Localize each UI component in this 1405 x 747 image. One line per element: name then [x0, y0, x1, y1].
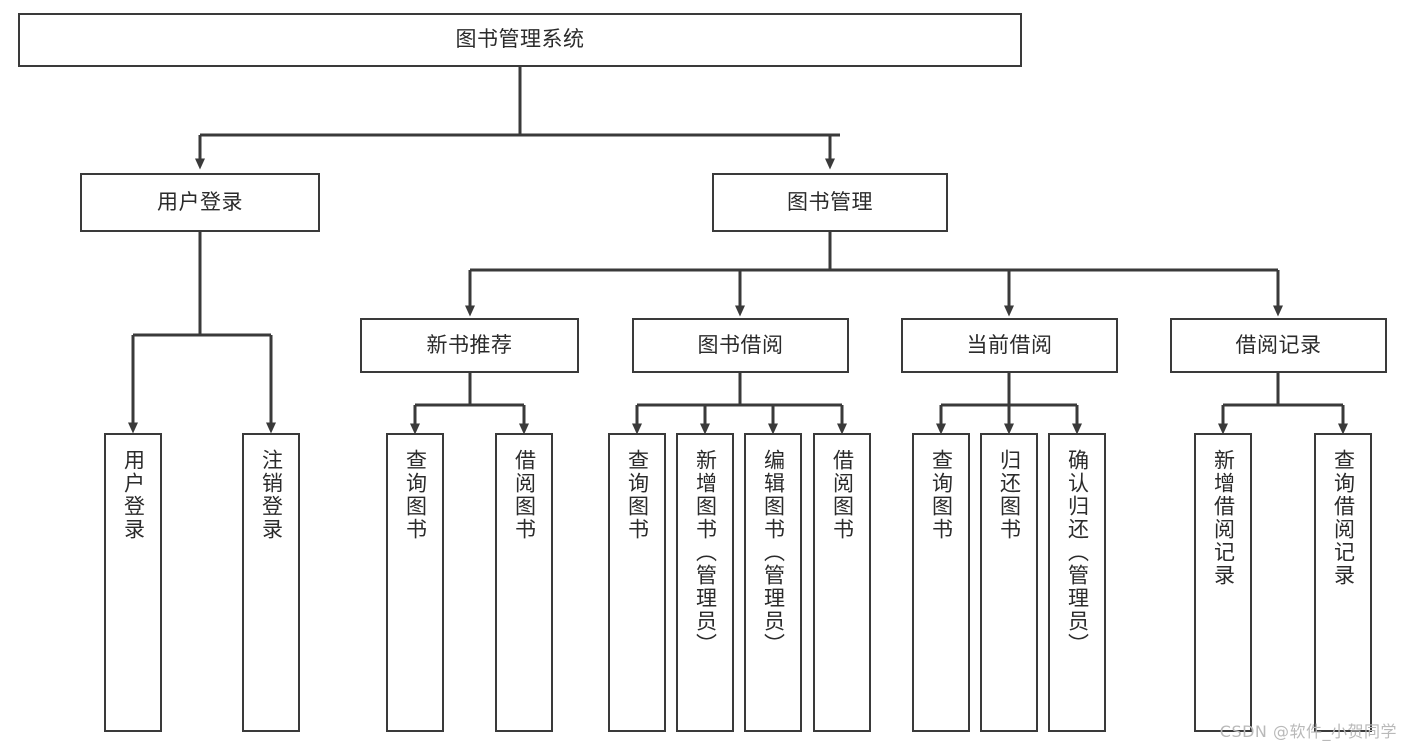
- leaf-label: 编辑图书（管理员）: [761, 449, 786, 656]
- leaf-new-book-1[interactable]: 查询图书: [386, 433, 444, 732]
- leaf-label: 查询图书: [403, 449, 428, 541]
- node-borrow-record-label: 借阅记录: [1235, 332, 1322, 357]
- leaf-label: 查询图书: [625, 449, 650, 541]
- node-book-manage[interactable]: 图书管理: [712, 173, 948, 232]
- node-root-label: 图书管理系统: [455, 27, 585, 52]
- leaf-borrow-record-2[interactable]: 查询借阅记录: [1314, 433, 1372, 732]
- leaf-book-borrow-3[interactable]: 编辑图书（管理员）: [744, 433, 802, 732]
- leaf-current-borrow-1[interactable]: 查询图书: [912, 433, 970, 732]
- leaf-label: 借阅图书: [830, 449, 855, 541]
- node-book-borrow[interactable]: 图书借阅: [632, 318, 849, 373]
- node-new-book-label: 新书推荐: [426, 332, 513, 357]
- node-root[interactable]: 图书管理系统: [18, 13, 1022, 67]
- node-current-borrow[interactable]: 当前借阅: [901, 318, 1118, 373]
- node-book-borrow-label: 图书借阅: [697, 332, 784, 357]
- leaf-label: 用户登录: [121, 449, 146, 541]
- leaf-label: 借阅图书: [512, 449, 537, 541]
- node-user-login-label: 用户登录: [157, 189, 243, 214]
- node-new-book[interactable]: 新书推荐: [360, 318, 579, 373]
- leaf-current-borrow-3[interactable]: 确认归还（管理员）: [1048, 433, 1106, 732]
- node-user-login[interactable]: 用户登录: [80, 173, 320, 232]
- leaf-label: 归还图书: [997, 449, 1022, 541]
- leaf-label: 查询图书: [929, 449, 954, 541]
- leaf-label: 新增借阅记录: [1211, 449, 1236, 587]
- leaf-label: 新增图书（管理员）: [693, 449, 718, 656]
- node-book-manage-label: 图书管理: [787, 189, 873, 214]
- leaf-book-borrow-2[interactable]: 新增图书（管理员）: [676, 433, 734, 732]
- node-current-borrow-label: 当前借阅: [966, 332, 1053, 357]
- leaf-book-borrow-4[interactable]: 借阅图书: [813, 433, 871, 732]
- leaf-new-book-2[interactable]: 借阅图书: [495, 433, 553, 732]
- leaf-label: 确认归还（管理员）: [1065, 449, 1090, 656]
- leaf-current-borrow-2[interactable]: 归还图书: [980, 433, 1038, 732]
- leaf-user-login-1[interactable]: 用户登录: [104, 433, 162, 732]
- leaf-book-borrow-1[interactable]: 查询图书: [608, 433, 666, 732]
- watermark: CSDN @软件_小贺同学: [1219, 722, 1397, 741]
- leaf-borrow-record-1[interactable]: 新增借阅记录: [1194, 433, 1252, 732]
- leaf-user-login-2[interactable]: 注销登录: [242, 433, 300, 732]
- leaf-label: 查询借阅记录: [1331, 449, 1356, 587]
- node-borrow-record[interactable]: 借阅记录: [1170, 318, 1387, 373]
- leaf-label: 注销登录: [259, 449, 284, 541]
